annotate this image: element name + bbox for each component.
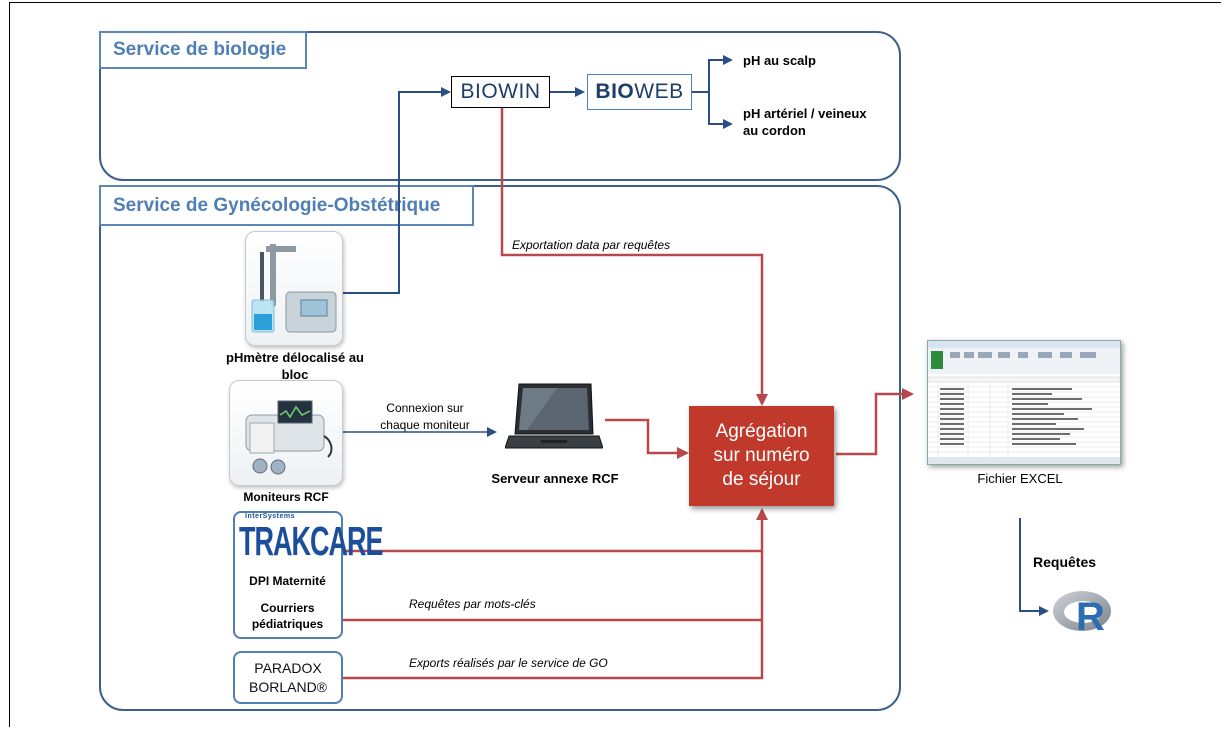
bioweb-suffix: WEB [634, 80, 684, 103]
laptop-icon [505, 383, 603, 449]
flow-excel-r [1019, 518, 1049, 616]
requetes-label: Requêtes [1033, 554, 1097, 570]
excel-thumbnail [927, 340, 1121, 465]
r-logo-icon [1053, 591, 1111, 631]
paradox-line1: PARADOX [254, 659, 322, 676]
output-ph-scalp: pH au scalp [743, 53, 816, 68]
courriers-label: Courriers pédiatriques [235, 600, 340, 632]
paradox-box: PARADOX BORLAND® [233, 651, 343, 704]
r-letter: R [1076, 595, 1105, 639]
figure-frame [9, 2, 1221, 727]
section-biologie [99, 31, 901, 181]
section-gyneco [99, 185, 901, 711]
phmetre-image [245, 231, 343, 346]
courriers-line1: Courriers [260, 601, 315, 615]
flow-serveur-aggregation [605, 418, 689, 459]
r-logo: R [1052, 587, 1118, 643]
aggregation-line1: Agrégation [715, 421, 808, 442]
flow-aggregation-excel [836, 388, 914, 456]
output-ph-cordon-line2: au cordon [743, 123, 806, 138]
phmetre-icon [251, 244, 337, 333]
paradox-line2: BORLAND® [249, 678, 327, 695]
connexion-label: Connexion sur chaque moniteur [365, 400, 485, 434]
flow-bioweb-outputs [692, 59, 730, 125]
serveur-label: Serveur annexe RCF [491, 471, 619, 486]
trakcare-brand: InterSystems [245, 513, 295, 520]
excel-caption: Fichier EXCEL [977, 471, 1063, 486]
trakcare-logo: TRAKCARE [239, 519, 384, 564]
phmetre-label-line1: pHmètre délocalisé au bloc [226, 350, 364, 382]
trakcare-box: InterSystems TRAKCARE DPI Maternité Cour… [233, 511, 384, 639]
flow-paradox-aggregation [343, 508, 768, 680]
courriers-line2: pédiatriques [251, 617, 324, 631]
note-export-requetes: Exportation data par requêtes [512, 238, 671, 252]
moniteurs-label: Moniteurs RCF [243, 490, 329, 504]
moniteurs-image [229, 380, 343, 486]
output-ph-cordon-line1: pH artériel / veineux [743, 106, 867, 121]
aggregation-line2: sur numéro [713, 445, 810, 466]
spreadsheet-icon [928, 341, 1120, 464]
flow-phmetre-biowin [343, 87, 451, 294]
moniteur-icon [245, 400, 333, 475]
aggregation-box: Agrégation sur numéro de séjour [689, 406, 834, 506]
flow-biowin-aggregation [500, 107, 768, 406]
biowin-prefix: BIO [460, 80, 499, 103]
output-ph-cordon: pH artériel / veineux au cordon [743, 105, 867, 139]
biowin-suffix: WIN [498, 80, 541, 103]
bioweb-prefix: BIO [595, 80, 635, 103]
connexion-label-line2: chaque moniteur [380, 418, 470, 432]
connexion-label-line1: Connexion sur [386, 401, 464, 415]
note-requetes-mots-cles: Requêtes par mots-clés [409, 597, 536, 611]
dpi-label: DPI Maternité [249, 574, 326, 588]
section-title-gyneco: Service de Gynécologie-Obstétrique [99, 185, 474, 226]
aggregation-line3: de séjour [722, 469, 801, 490]
note-exports-go: Exports réalisés par le service de GO [409, 656, 608, 670]
section-title-biologie: Service de biologie [99, 31, 307, 69]
